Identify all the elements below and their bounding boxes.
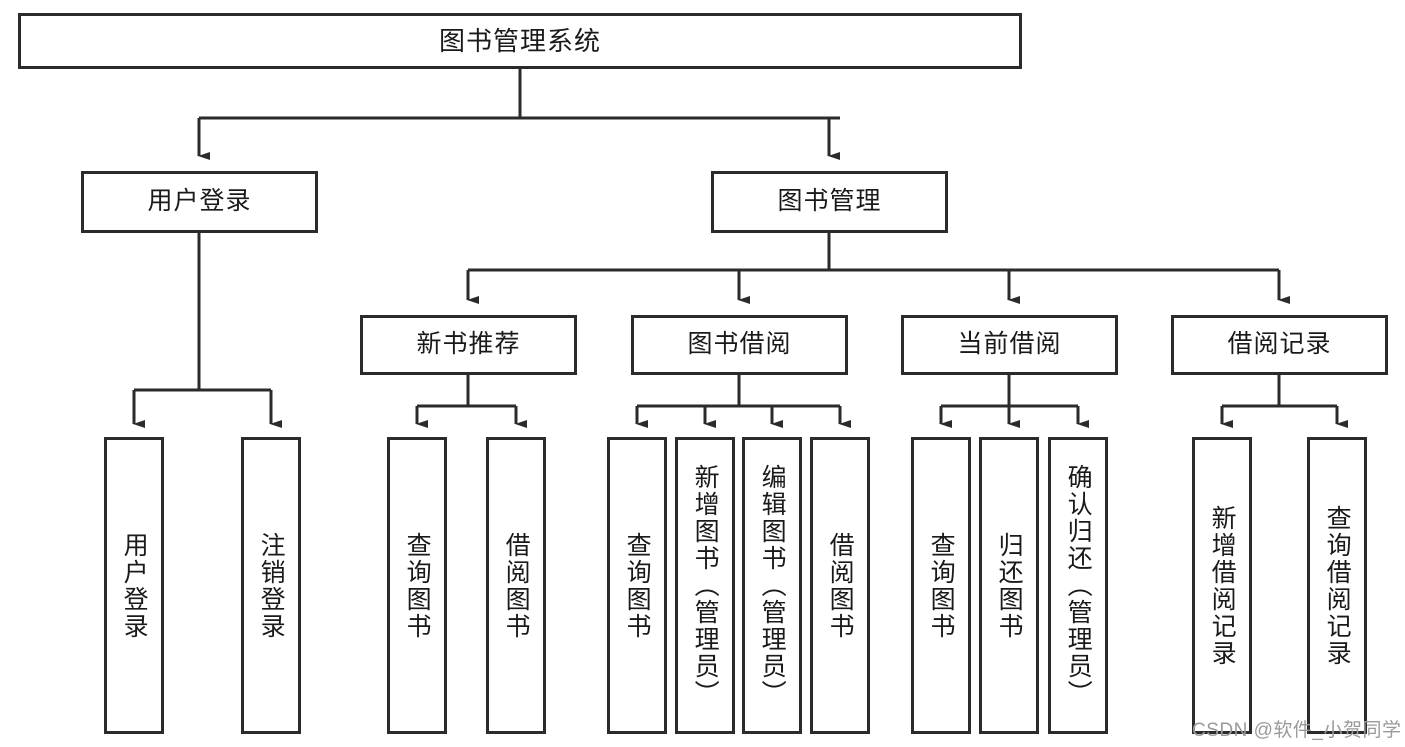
node-leaf-borrow-book-1-label: 借阅图书 (502, 531, 531, 640)
node-leaf-edit-book[interactable]: 编辑图书（管理员） (742, 437, 802, 734)
node-leaf-user-login[interactable]: 用户登录 (104, 437, 164, 734)
node-leaf-borrow-book-2[interactable]: 借阅图书 (810, 437, 870, 734)
node-leaf-query-book-3-label: 查询图书 (927, 531, 956, 640)
node-leaf-logout-login-label: 注销登录 (257, 531, 286, 640)
node-leaf-borrow-book-1[interactable]: 借阅图书 (486, 437, 546, 734)
node-leaf-confirm-return[interactable]: 确认归还（管理员） (1048, 437, 1108, 734)
node-borrow-record[interactable]: 借阅记录 (1171, 315, 1388, 375)
node-leaf-borrow-book-2-label: 借阅图书 (826, 531, 855, 640)
node-leaf-add-record-label: 新增借阅记录 (1208, 504, 1237, 667)
node-user-login[interactable]: 用户登录 (81, 171, 318, 233)
node-leaf-edit-book-label: 编辑图书（管理员） (758, 464, 787, 707)
node-leaf-return-book-label: 归还图书 (995, 531, 1024, 640)
node-leaf-query-book-1-label: 查询图书 (403, 531, 432, 640)
node-book-management-label: 图书管理 (777, 187, 882, 216)
node-leaf-query-book-1[interactable]: 查询图书 (387, 437, 447, 734)
node-root-label: 图书管理系统 (438, 25, 601, 56)
node-leaf-query-record[interactable]: 查询借阅记录 (1307, 437, 1367, 734)
node-leaf-query-book-3[interactable]: 查询图书 (911, 437, 971, 734)
node-new-book-recommend-label: 新书推荐 (416, 330, 521, 359)
node-borrow-record-label: 借阅记录 (1227, 330, 1332, 359)
node-leaf-add-record[interactable]: 新增借阅记录 (1192, 437, 1252, 734)
node-leaf-query-book-2[interactable]: 查询图书 (607, 437, 667, 734)
node-leaf-query-book-2-label: 查询图书 (623, 531, 652, 640)
node-book-borrow[interactable]: 图书借阅 (631, 315, 848, 375)
node-book-management[interactable]: 图书管理 (711, 171, 948, 233)
node-current-borrow[interactable]: 当前借阅 (901, 315, 1118, 375)
node-leaf-add-book-label: 新增图书（管理员） (691, 464, 720, 707)
node-new-book-recommend[interactable]: 新书推荐 (360, 315, 577, 375)
node-leaf-add-book[interactable]: 新增图书（管理员） (675, 437, 735, 734)
node-root[interactable]: 图书管理系统 (18, 13, 1022, 69)
node-user-login-label: 用户登录 (147, 187, 252, 216)
node-book-borrow-label: 图书借阅 (687, 330, 792, 359)
node-leaf-confirm-return-label: 确认归还（管理员） (1064, 464, 1093, 707)
node-leaf-user-login-label: 用户登录 (120, 531, 149, 640)
node-leaf-logout-login[interactable]: 注销登录 (241, 437, 301, 734)
node-leaf-query-record-label: 查询借阅记录 (1323, 504, 1352, 667)
node-leaf-return-book[interactable]: 归还图书 (979, 437, 1039, 734)
watermark: CSDN @软件_小贺同学 (1192, 720, 1402, 741)
node-current-borrow-label: 当前借阅 (957, 330, 1062, 359)
